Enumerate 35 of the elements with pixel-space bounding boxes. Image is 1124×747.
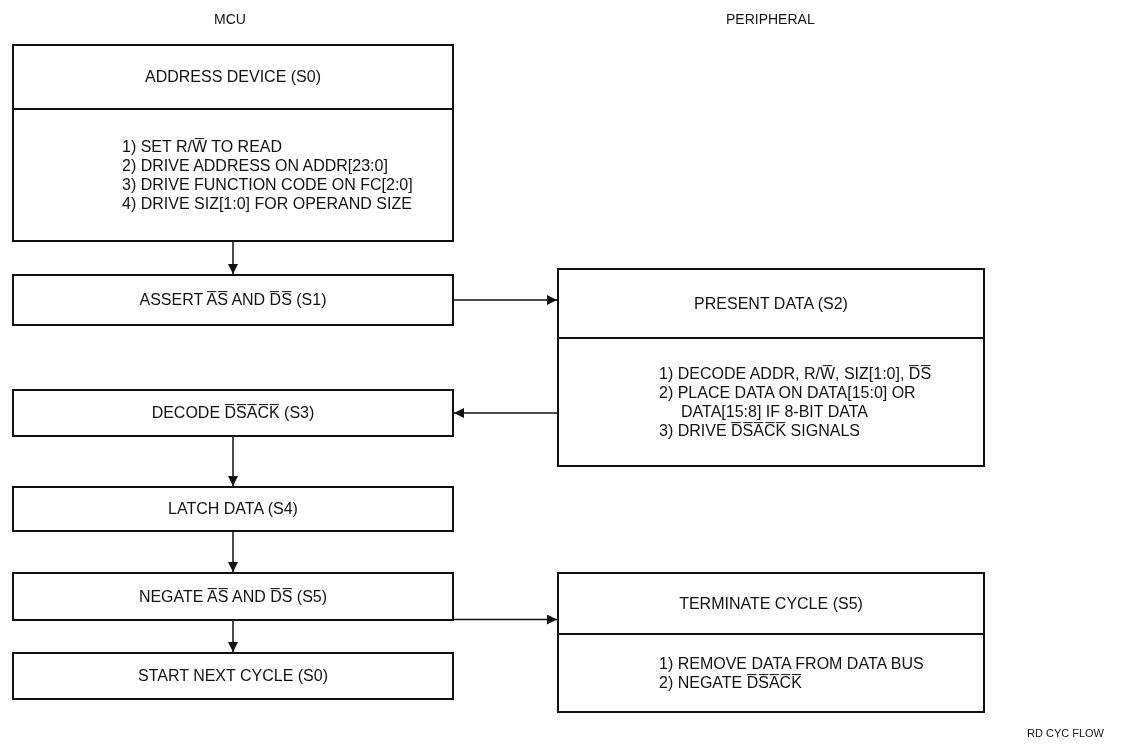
arrow xyxy=(228,241,238,275)
step-title: DECODE D̅S̅A̅C̅K̅ (S3) xyxy=(151,404,315,422)
step-title: ASSERT A̅S̅ AND D̅S̅ (S1) xyxy=(139,291,327,309)
arrow xyxy=(228,436,238,487)
step-detail: 2) NEGATE D̅S̅A̅C̅K̅ xyxy=(659,673,802,692)
step-title: TERMINATE CYCLE (S5) xyxy=(679,594,863,613)
arrow xyxy=(453,295,558,305)
step-box-with-details xyxy=(557,572,985,713)
arrow xyxy=(228,620,238,653)
step-detail: 2) PLACE DATA ON DATA[15:0] OR DATA[15:8] IF 8-BIT DATA xyxy=(659,383,917,421)
step-box xyxy=(12,652,454,700)
step-title: LATCH DATA (S4) xyxy=(168,500,298,518)
step-box xyxy=(12,389,454,437)
arrow xyxy=(228,531,238,573)
step-detail: 3) DRIVE D̅S̅A̅C̅K̅ SIGNALS xyxy=(659,421,860,440)
step-title: NEGATE A̅S̅ AND D̅S̅ (S5) xyxy=(138,587,328,606)
arrow xyxy=(453,408,558,418)
step-detail: 2) DRIVE ADDRESS ON ADDR[23:0] xyxy=(122,156,388,175)
step-box xyxy=(12,572,454,621)
step-box xyxy=(12,486,454,532)
step-box-with-details xyxy=(12,44,454,242)
figure-id: RD CYC FLOW xyxy=(1027,727,1104,739)
step-title: START NEXT CYCLE (S0) xyxy=(138,667,328,685)
step-detail: 1) DECODE ADDR, R/W̅, SIZ[1:0], D̅S̅ xyxy=(659,364,932,383)
step-detail: 1) REMOVE DATA FROM DATA BUS xyxy=(659,654,924,673)
arrow xyxy=(453,614,558,625)
step-title: ADDRESS DEVICE (S0) xyxy=(144,68,321,86)
column-heading: PERIPHERAL xyxy=(726,11,815,27)
step-box xyxy=(12,274,454,326)
step-detail: 4) DRIVE SIZ[1:0] FOR OPERAND SIZE xyxy=(122,194,412,213)
step-detail: 3) DRIVE FUNCTION CODE ON FC[2:0] xyxy=(122,175,413,194)
step-detail: 1) SET R/W̅ TO READ xyxy=(122,137,283,156)
step-box-with-details xyxy=(557,268,985,467)
step-title: PRESENT DATA (S2) xyxy=(694,294,848,313)
column-heading: MCU xyxy=(214,11,246,27)
